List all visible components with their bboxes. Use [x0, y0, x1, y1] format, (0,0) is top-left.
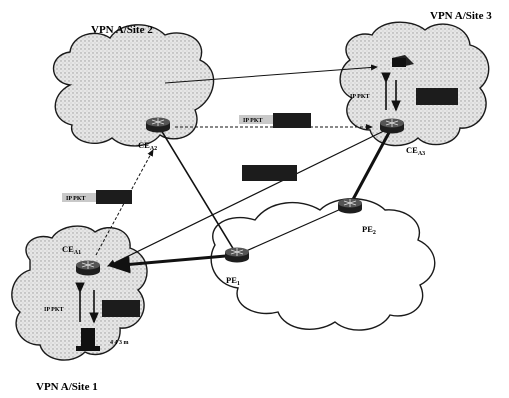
packet-label-site1: IP PKT [44, 307, 64, 313]
host-small-text: 4 4 3 m [110, 340, 129, 346]
server-host-site-3 [392, 55, 414, 67]
router-pe-2 [337, 198, 363, 214]
packet-label-site3: IP PKT [350, 94, 370, 100]
packet-label-a2-a3: IP PKT [243, 118, 263, 124]
encap-box-site1 [102, 300, 140, 317]
label-pe-2: PE2 [362, 224, 376, 236]
label-pe-1: PE1 [226, 275, 240, 287]
label-box-backbone [242, 165, 297, 181]
router-ce-a2 [145, 117, 171, 133]
packet-site3-host: IP PKT [350, 72, 458, 112]
encap-box-a2-a3 [273, 113, 311, 128]
encap-box-a1-a2 [96, 190, 132, 204]
cloud-site-3 [339, 21, 490, 147]
site-3-label: VPN A/Site 3 [430, 10, 492, 22]
packet-label-a1-a2: IP PKT [66, 196, 86, 202]
router-ce-a3 [379, 118, 405, 134]
cloud-provider-backbone [210, 198, 436, 331]
encap-box-site3 [416, 88, 458, 105]
computer-host-site-1 [76, 328, 100, 351]
label-ce-a1: CEA1 [62, 244, 81, 256]
label-ce-a3: CEA3 [406, 145, 425, 157]
packet-ce-a2-to-a3: IP PKT [239, 113, 311, 128]
links [95, 64, 394, 274]
site-2-label: VPN A/Site 2 [91, 24, 153, 36]
packet-ce-a1-to-a2: IP PKT [62, 190, 132, 204]
packet-site1-host: IP PKT [44, 282, 140, 324]
label-ce-a2: CEA2 [138, 140, 157, 152]
cloud-site-2 [53, 24, 215, 147]
router-ce-a1 [75, 260, 101, 276]
router-pe-1 [224, 247, 250, 263]
site-1-label: VPN A/Site 1 [36, 381, 98, 393]
